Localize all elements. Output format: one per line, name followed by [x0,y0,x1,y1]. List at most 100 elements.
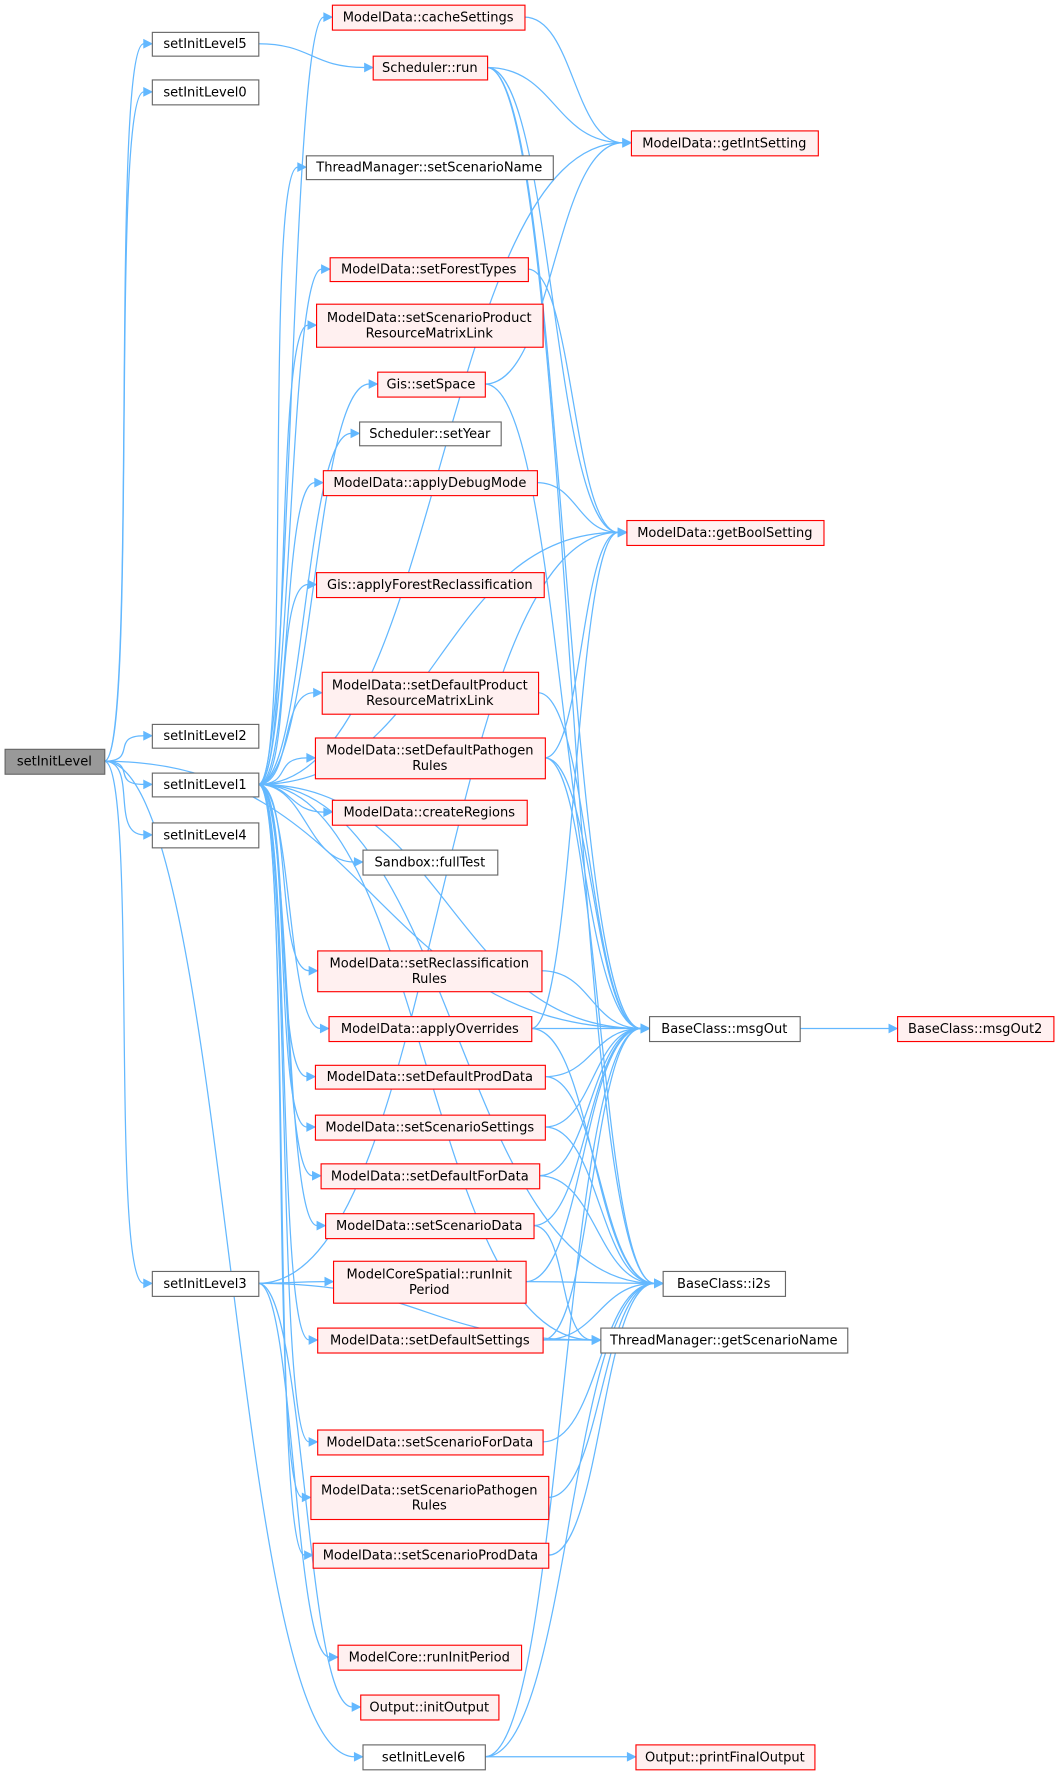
edge-setDefaultProductRML-to-msgOut [537,692,642,1030]
arrowhead-icon [617,527,628,538]
node-setInitLevel0[interactable]: setInitLevel0 [151,79,260,106]
node-applyOverrides[interactable]: ModelData::applyOverrides [328,1016,533,1043]
node-msgOut2[interactable]: BaseClass::msgOut2 [897,1016,1055,1043]
node-box [321,671,540,715]
arrowhead-icon [323,12,334,22]
arrowhead-icon [323,807,334,818]
node-setScenarioProductRML[interactable]: ModelData::setScenarioProductResourceMat… [316,303,544,348]
node-label: ModelData::setScenarioForData [326,1435,533,1450]
node-cacheSettings[interactable]: ModelData::cacheSettings [331,4,526,31]
edge-setScenarioData-to-getScenarioName [533,1224,593,1341]
node-setDefaultForData[interactable]: ModelData::setDefaultForData [320,1163,541,1190]
arrowhead-icon [350,428,361,439]
node-getBoolSetting[interactable]: ModelData::getBoolSetting [626,519,825,547]
edge-setInitLevel1-to-applyForestReclassification [258,583,309,786]
edge-setInitLevel1-to-applyOverrides [258,783,321,1030]
node-run[interactable]: Scheduler::run [372,55,489,81]
node-label: Scheduler::run [382,61,478,76]
edge-cacheSettings-to-getIntSetting [524,16,623,144]
node-label: ResourceMatrixLink [366,694,494,709]
arrowhead-icon [308,1335,319,1345]
arrowhead-icon [368,379,379,389]
node-msgOut[interactable]: BaseClass::msgOut [648,1016,801,1043]
edge-setInitLevel1-to-setScenarioData [258,783,318,1227]
node-applyForestReclassification[interactable]: Gis::applyForestReclassification [316,572,545,599]
node-setDefaultProdData[interactable]: ModelData::setDefaultProdData [314,1064,546,1090]
node-setInitLevel6[interactable]: setInitLevel6 [362,1744,486,1771]
node-setScenarioData[interactable]: ModelData::setScenarioData [325,1213,535,1240]
node-setForestTypes[interactable]: ModelData::setForestTypes [329,257,529,283]
node-coreRunInitPeriod[interactable]: ModelCore::runInitPeriod [337,1644,523,1671]
node-label: Rules [412,1499,447,1514]
node-setDefaultSettings[interactable]: ModelData::setDefaultSettings [317,1327,544,1354]
node-box [151,1270,260,1297]
node-applyDebugMode[interactable]: ModelData::applyDebugMode [322,470,538,497]
node-getScenarioName[interactable]: ThreadManager::getScenarioName [600,1327,849,1354]
arrowhead-icon [640,1023,651,1034]
node-setScenarioSettings[interactable]: ModelData::setScenarioSettings [314,1114,546,1141]
edge-setSpace-to-getIntSetting [484,142,623,385]
node-initOutput[interactable]: Output::initOutput [360,1694,500,1721]
node-box [329,257,529,283]
node-setInitLevel1[interactable]: setInitLevel1 [151,772,260,798]
node-setInitLevel4[interactable]: setInitLevel4 [151,822,260,849]
node-label: Gis::setSpace [387,378,476,393]
edge-setInitLevel1-to-cacheSettings [257,16,325,786]
edge-run-to-getIntSetting [487,66,623,144]
arrowhead-icon [626,1751,637,1762]
node-label: ModelData::cacheSettings [343,11,514,26]
node-box [151,772,260,798]
edge-applyDebugMode-to-getBoolSetting [536,481,619,534]
node-createRegions[interactable]: ModelData::createRegions [331,799,528,826]
node-label: BaseClass::msgOut [661,1022,787,1037]
node-box [325,1213,535,1240]
node-spatialRunInitPeriod[interactable]: ModelCoreSpatial::runInitPeriod [332,1260,527,1304]
node-box [328,1016,533,1043]
edge-setInitLevel6-to-i2s [484,1282,655,1758]
node-setInitLevel[interactable]: setInitLevel [4,748,106,775]
node-setScenarioName[interactable]: ThreadManager::setScenarioName [305,155,554,181]
arrowhead-icon [297,162,308,173]
node-setDefaultProductRML[interactable]: ModelData::setDefaultProductResourceMatr… [321,671,540,715]
edge-setScenarioSettings-to-i2s [544,1126,655,1284]
node-label: Period [409,1283,450,1298]
node-label: Scheduler::setYear [369,427,491,442]
edge-spatialRunInitPeriod-to-msgOut [525,1027,642,1283]
node-printFinalOutput[interactable]: Output::printFinalOutput [635,1744,816,1771]
nodes-layer: setInitLevel setInitLevel5 setInitLevel0 se… [4,4,1055,1771]
node-setYear[interactable]: Scheduler::setYear [359,421,502,447]
node-box [151,822,260,849]
node-label: setInitLevel3 [163,1277,246,1292]
node-box [320,1163,541,1190]
node-box [151,723,260,749]
edge-setInitLevel3-to-getBoolSetting [258,531,619,1284]
node-i2s[interactable]: BaseClass::i2s [662,1270,787,1297]
node-label: ModelData::setScenarioPathogen [321,1483,537,1498]
edge-setInitLevel-to-setInitLevel2 [104,735,144,762]
edge-setScenarioPathogenRules-to-i2s [548,1282,655,1499]
node-label: BaseClass::msgOut2 [908,1022,1042,1037]
arrowhead-icon [353,1751,364,1762]
node-setScenarioForData[interactable]: ModelData::setScenarioForData [317,1429,544,1456]
node-setSpace[interactable]: Gis::setSpace [377,371,486,398]
node-label: setInitLevel1 [163,778,246,793]
node-label: ModelData::setDefaultForData [331,1169,529,1184]
edge-run-to-i2s [487,66,655,1284]
node-fullTest[interactable]: Sandbox::fullTest [362,849,499,876]
node-getIntSetting[interactable]: ModelData::getIntSetting [630,130,819,157]
node-setInitLevel3[interactable]: setInitLevel3 [151,1270,260,1297]
node-setScenarioProdData[interactable]: ModelData::setScenarioProdData [312,1542,550,1569]
edge-spatialRunInitPeriod-to-i2s [525,1281,655,1284]
node-box [314,1114,546,1141]
node-setInitLevel2[interactable]: setInitLevel2 [151,723,260,749]
node-label: ModelData::setScenarioSettings [325,1121,534,1136]
node-setInitLevel5[interactable]: setInitLevel5 [151,31,260,57]
node-label: ModelData::getIntSetting [642,136,806,151]
edge-run-to-getBoolSetting [487,66,619,534]
edge-setScenarioProdData-to-i2s [548,1282,655,1556]
node-box [316,572,545,599]
